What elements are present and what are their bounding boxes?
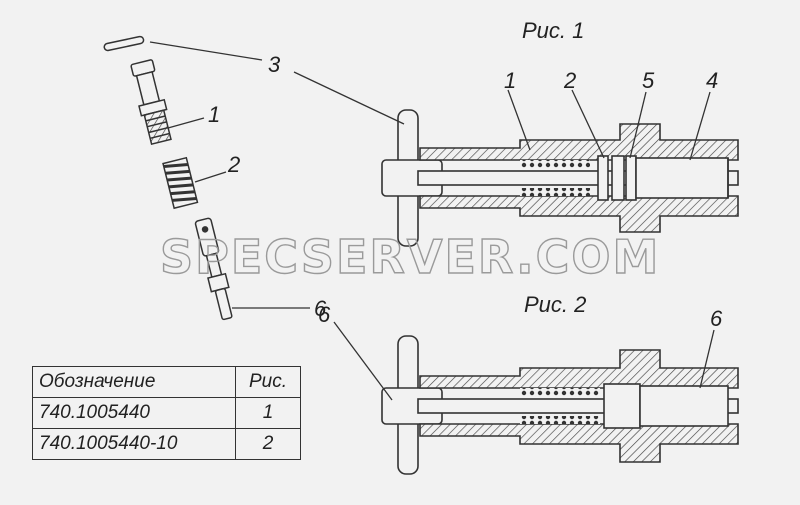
- plunger-part: [194, 217, 233, 321]
- callout-fig1-1: 1: [504, 68, 516, 93]
- exploded-leaders: [149, 41, 310, 309]
- table-cell-figure: 2: [235, 428, 301, 460]
- figure-1-title: Рис. 1: [522, 18, 584, 43]
- figure-1-leaders: [293, 71, 711, 161]
- table-header-row: Обозначение Рис.: [32, 366, 301, 398]
- header-designation: Обозначение: [32, 366, 236, 398]
- callout-fig2-6-right: 6: [710, 306, 723, 331]
- watermark-text: SPECSERVER.COM: [160, 230, 660, 284]
- figure-2-leaders: [333, 321, 715, 401]
- pin-part: [103, 35, 145, 52]
- callout-exploded-3: 3: [268, 52, 281, 77]
- callout-fig1-4: 4: [706, 68, 718, 93]
- callout-exploded-6: 6: [314, 296, 327, 321]
- table-cell-designation: 740.1005440-10: [32, 428, 236, 460]
- callout-exploded-2: 2: [227, 152, 240, 177]
- callout-fig2-6-left: 6: [318, 302, 331, 327]
- table-cell-figure: 1: [235, 397, 301, 429]
- table-row: 740.1005440-10 2: [32, 428, 301, 460]
- exploded-view: [103, 35, 233, 321]
- figure-2-title: Рис. 2: [524, 292, 586, 317]
- callout-fig1-5: 5: [642, 68, 655, 93]
- header-figure: Рис.: [235, 366, 301, 398]
- table-cell-designation: 740.1005440: [32, 397, 236, 429]
- callout-fig1-2: 2: [563, 68, 576, 93]
- table-row: 740.1005440 1: [32, 397, 301, 429]
- designation-table: Обозначение Рис. 740.1005440 1 740.10054…: [32, 366, 301, 460]
- figure-1-assembly: [381, 109, 739, 247]
- valve-body-part: [130, 59, 172, 146]
- callout-exploded-1: 1: [208, 102, 220, 127]
- figure-2-assembly: [381, 335, 739, 475]
- spring-part: [162, 156, 199, 210]
